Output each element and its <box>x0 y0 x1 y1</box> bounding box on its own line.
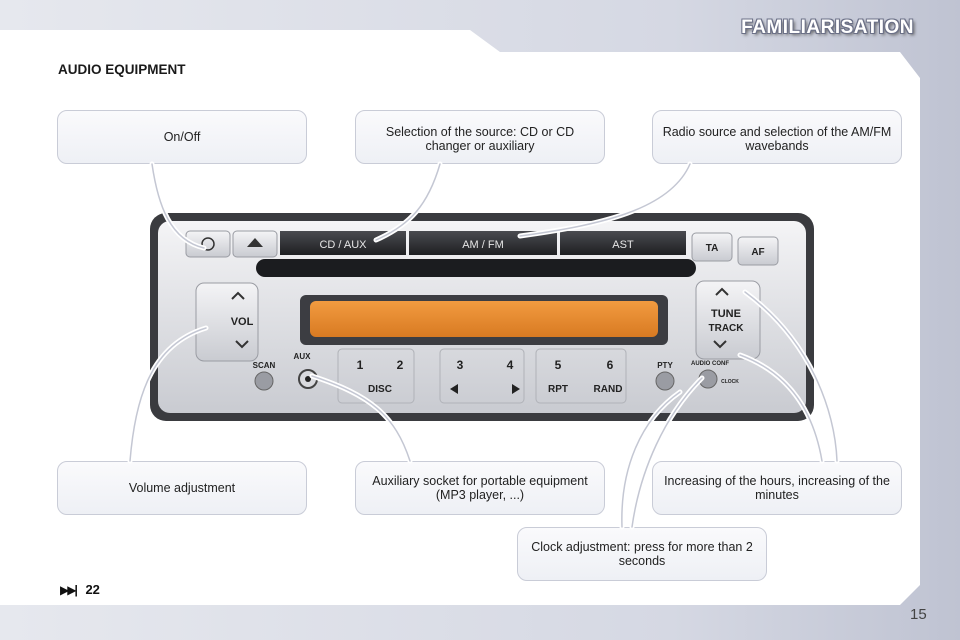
volume-rocker <box>195 282 259 362</box>
disc-label: DISC <box>368 384 392 395</box>
callout-clock-adjustment: Clock adjustment: press for more than 2 … <box>517 527 767 581</box>
track-label: TRACK <box>709 323 745 334</box>
ta-button <box>691 232 733 262</box>
tune-up-icon <box>715 287 729 296</box>
pty-button <box>655 371 675 391</box>
page-number: 15 <box>910 606 927 623</box>
power-icon <box>201 237 215 251</box>
preset-1: 1 <box>357 358 364 372</box>
pty-label: PTY <box>657 361 673 370</box>
callout-radio-source: Radio source and selection of the AM/FM … <box>652 110 902 164</box>
page-title: FAMILIARISATION <box>741 17 914 38</box>
af-label: AF <box>751 247 764 258</box>
af-button <box>737 236 779 266</box>
cd-aux-label: CD / AUX <box>319 239 367 251</box>
fast-forward-icon <box>512 384 520 394</box>
clock-label: CLOCK <box>721 379 739 385</box>
radio-unit-illustration: CD / AUX AM / FM AST TA AF VOL TUNE TRAC… <box>150 213 814 421</box>
vol-label: VOL <box>231 316 254 328</box>
cross-reference[interactable]: ▶▶| 22 <box>60 582 100 597</box>
preset-5: 5 <box>555 358 562 372</box>
power-button <box>185 230 231 258</box>
aux-label: AUX <box>294 352 312 361</box>
reference-page: 22 <box>85 582 100 597</box>
scan-label: SCAN <box>253 361 276 370</box>
callout-aux-socket: Auxiliary socket for portable equipment … <box>355 461 605 515</box>
volume-down-icon <box>235 340 249 349</box>
audio-conf-label: AUDIO CONF <box>691 361 729 367</box>
preset-6: 6 <box>607 358 614 372</box>
preset-group-1-2 <box>337 348 415 404</box>
tune-track-rocker <box>695 280 761 360</box>
cd-slot <box>256 259 696 277</box>
ta-label: TA <box>706 243 719 254</box>
callout-source-selection: Selection of the source: CD or CD change… <box>355 110 605 164</box>
ast-label: AST <box>612 239 634 251</box>
am-fm-label: AM / FM <box>462 239 504 251</box>
scan-button <box>254 371 274 391</box>
aux-socket-hole <box>305 376 311 382</box>
callout-volume: Volume adjustment <box>57 461 307 515</box>
preset-group-3-4 <box>439 348 525 404</box>
rewind-icon <box>450 384 458 394</box>
skip-forward-icon: ▶▶| <box>60 583 78 597</box>
callout-hours-minutes: Increasing of the hours, increasing of t… <box>652 461 902 515</box>
display-screen <box>310 301 658 337</box>
tune-down-icon <box>713 340 727 349</box>
rand-label: RAND <box>594 384 623 395</box>
eject-icon <box>247 238 263 247</box>
preset-group-5-6 <box>535 348 627 404</box>
callout-on-off: On/Off <box>57 110 307 164</box>
section-title: AUDIO EQUIPMENT <box>58 62 186 77</box>
preset-3: 3 <box>457 358 464 372</box>
preset-2: 2 <box>397 358 404 372</box>
preset-4: 4 <box>507 358 514 372</box>
rpt-label: RPT <box>548 384 568 395</box>
tune-label: TUNE <box>711 308 741 320</box>
ast-button <box>560 231 686 255</box>
volume-up-icon <box>231 291 245 300</box>
